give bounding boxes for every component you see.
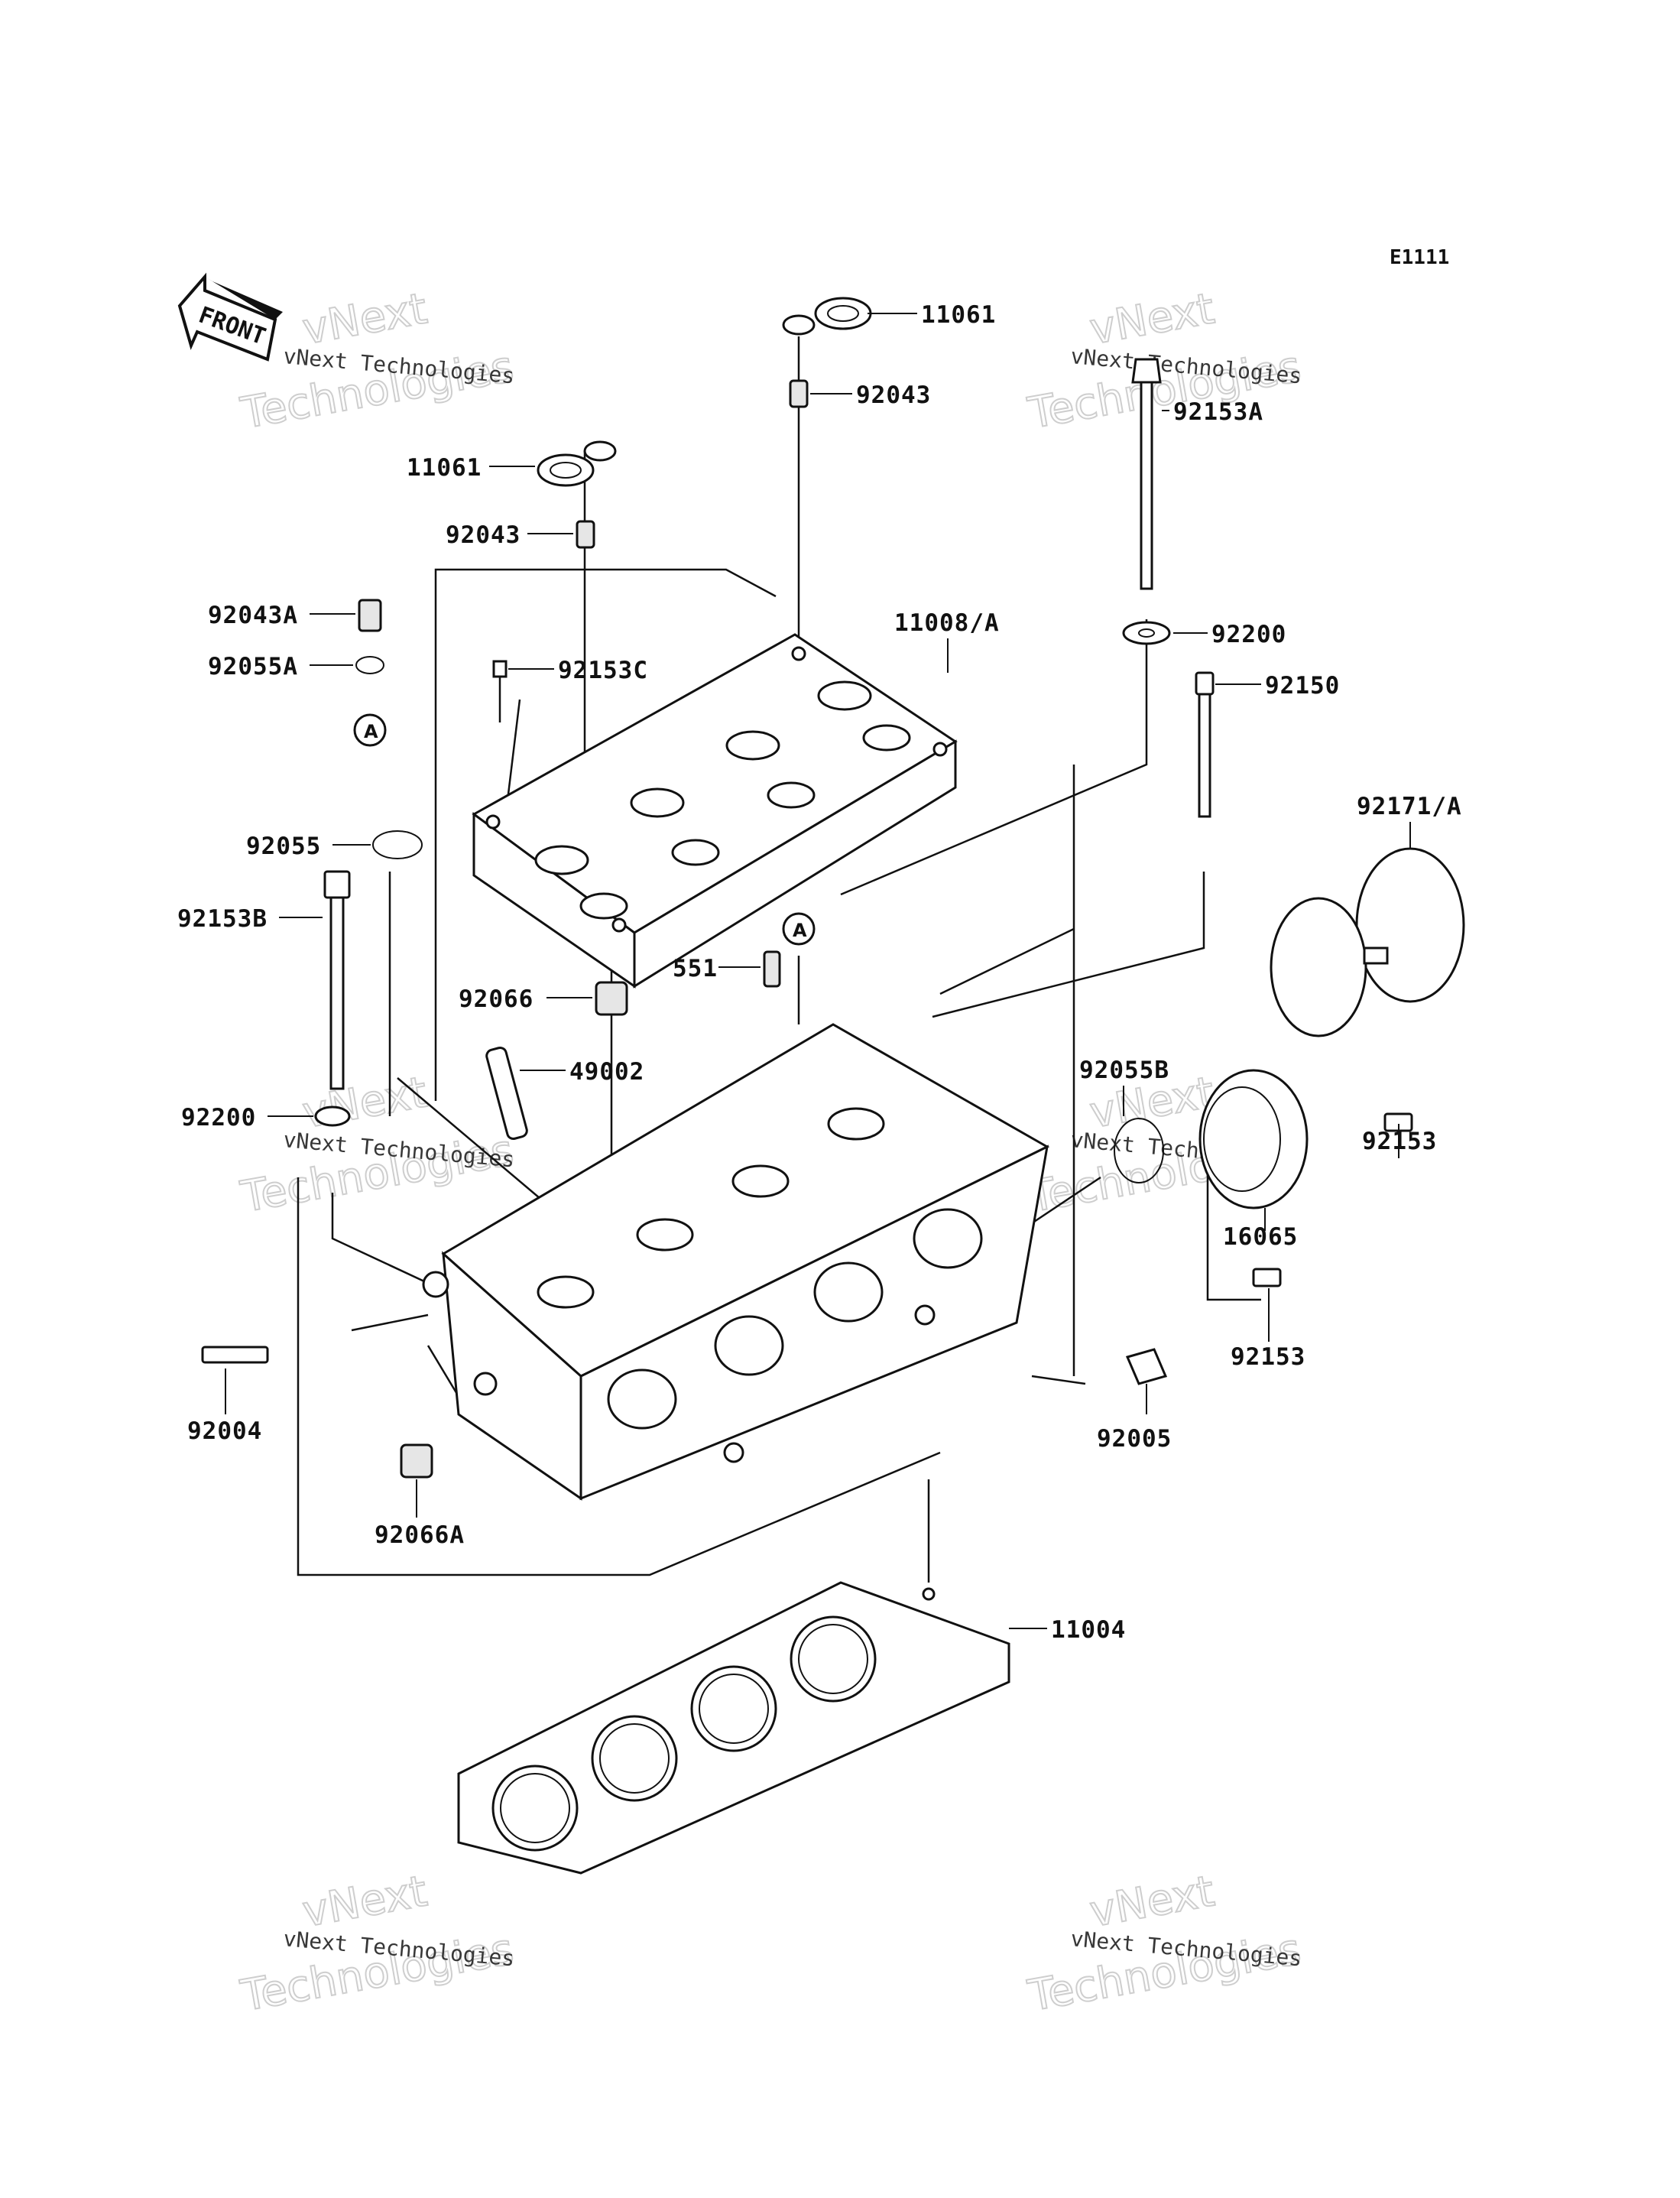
oil-seal-left — [537, 440, 617, 487]
label-92043A: 92043A — [208, 602, 298, 629]
svg-text:vNext: vNext — [299, 284, 430, 354]
bolt-92153B — [323, 870, 351, 1090]
plug-92005 — [1125, 1348, 1168, 1385]
bolt-92153-b — [1252, 1268, 1282, 1287]
label-92171A: 92171/A — [1357, 793, 1462, 820]
label-92153B: 92153B — [177, 905, 268, 933]
washer-92200-left — [314, 1105, 351, 1127]
o-ring-92055B — [1114, 1118, 1164, 1183]
o-ring-92055 — [372, 830, 423, 859]
leader-lines — [225, 313, 1411, 1629]
label-11004: 11004 — [1051, 1616, 1126, 1644]
bolt-92153C — [492, 660, 508, 722]
holder-92171A — [1270, 847, 1465, 1037]
label-92055A: 92055A — [208, 653, 298, 680]
label-92150: 92150 — [1265, 672, 1340, 700]
watermark-bottom-left: vNext Technologies vNext Technologies — [236, 1865, 518, 2022]
front-arrow-icon: FRONT — [177, 272, 283, 362]
label-16065: 16065 — [1223, 1223, 1298, 1251]
label-551: 551 — [673, 955, 718, 982]
bolt-92153A — [1131, 358, 1162, 590]
watermark-mid-left: vNext Technologies vNext Technologies — [236, 1067, 518, 1223]
svg-text:vNext: vNext — [1086, 284, 1218, 354]
label-92153-b: 92153 — [1231, 1343, 1305, 1371]
label-92200-right: 92200 — [1211, 621, 1286, 648]
label-92066A: 92066A — [375, 1521, 465, 1549]
ref-marker-left: A — [353, 713, 387, 747]
label-92153C: 92153C — [558, 657, 648, 684]
label-49002: 49002 — [569, 1058, 644, 1086]
diagram-code: E1111 — [1390, 246, 1449, 269]
head-gasket — [457, 1581, 1010, 1875]
collar-92066 — [595, 981, 628, 1016]
label-11061-top: 11061 — [921, 301, 996, 329]
watermark-bottom-right: vNext Technologies vNext Technologies — [1023, 1865, 1305, 2022]
washer-92200-right — [1122, 621, 1171, 645]
o-ring-92055A — [355, 656, 384, 674]
label-92005: 92005 — [1097, 1425, 1172, 1453]
svg-text:vNext: vNext — [299, 1866, 430, 1937]
bolt-92150 — [1195, 671, 1215, 818]
dowel-pin-left — [576, 520, 595, 549]
svg-text:vNext: vNext — [299, 1067, 430, 1138]
oil-seal-top — [782, 297, 872, 336]
label-11008A: 11008/A — [894, 609, 1000, 637]
label-92004: 92004 — [187, 1417, 262, 1445]
label-92066: 92066 — [459, 985, 534, 1013]
cylinder-head — [422, 1023, 1050, 1501]
svg-text:A: A — [364, 721, 378, 742]
dowel-pin-top — [789, 379, 809, 408]
throttle-holder-16065 — [1198, 1069, 1309, 1209]
label-92055B: 92055B — [1079, 1057, 1169, 1084]
camshaft-holder — [472, 633, 958, 989]
label-92153A: 92153A — [1173, 398, 1263, 426]
label-92043-top: 92043 — [856, 381, 931, 409]
dowel-551 — [763, 950, 781, 988]
ref-marker-center: A — [782, 912, 816, 946]
assembly-lines — [297, 336, 1261, 1583]
label-92043-left: 92043 — [446, 521, 521, 549]
label-92055: 92055 — [246, 833, 321, 860]
label-11061-left: 11061 — [407, 454, 482, 482]
stud-92004 — [201, 1346, 269, 1364]
label-92200-left: 92200 — [181, 1104, 256, 1131]
label-92153-a: 92153 — [1362, 1128, 1437, 1155]
dowel-92043A — [358, 599, 382, 632]
watermark-top-left: vNext Technologies vNext Technologies — [236, 283, 518, 440]
part-labels: 11061 92043 92153A 11061 92043 92043A 92… — [177, 301, 1462, 1644]
collar-92066A — [400, 1443, 433, 1479]
watermark-top-right: vNext Technologies vNext Technologies — [1023, 283, 1305, 440]
svg-text:A: A — [793, 920, 807, 941]
valve-guide-49002 — [485, 1046, 528, 1141]
svg-text:vNext: vNext — [1086, 1866, 1218, 1937]
